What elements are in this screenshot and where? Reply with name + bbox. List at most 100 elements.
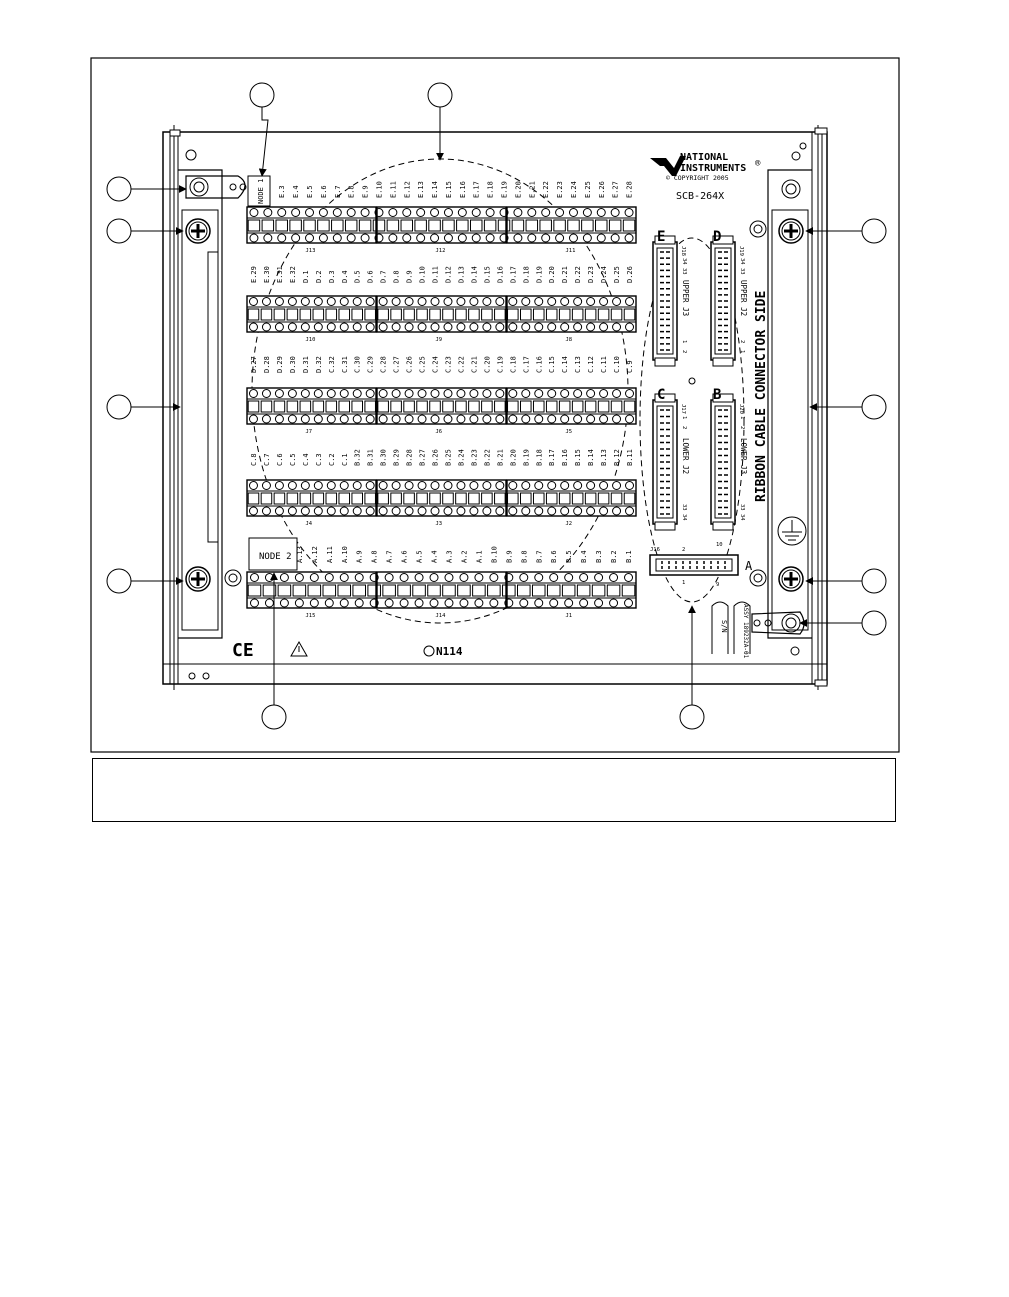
terminal-pin-label: B.6 <box>550 550 558 563</box>
terminal-pin-label: D.28 <box>263 356 271 373</box>
connector-pin-number: 2 <box>681 350 687 353</box>
terminal-pin-label: C.20 <box>483 356 491 373</box>
logo-text-instruments: INSTRUMENTS <box>680 163 746 174</box>
terminal-block-label: J2 <box>566 521 573 527</box>
caption-box <box>92 758 896 822</box>
node-1-label-box: NODE 1 <box>247 175 271 207</box>
connector-pin-number: 34 <box>681 514 687 521</box>
callout-12 <box>679 605 705 730</box>
terminal-pin-label: B.15 <box>574 449 582 466</box>
terminal-pin-label: D.32 <box>315 356 323 373</box>
connector-letter: A <box>745 559 753 573</box>
terminal-pin-label: B.16 <box>561 449 569 466</box>
connector-ref: J18 <box>680 246 686 256</box>
terminal-pin-label: C.8 <box>250 453 258 466</box>
node-2-label-box: NODE 2 <box>248 537 298 571</box>
terminal-pin-label: D.16 <box>496 266 504 283</box>
connector-pin-number: 1 <box>681 416 687 419</box>
terminal-block-label: J14 <box>436 613 447 619</box>
phillips-screw-icon <box>778 218 804 244</box>
terminal-pin-label: C.17 <box>522 356 530 373</box>
terminal-pin-label: D.13 <box>457 266 465 283</box>
terminal-pin-label: B.25 <box>444 449 452 466</box>
terminal-pin-label: D.25 <box>613 266 621 283</box>
model-label: SCB-264X <box>676 191 724 202</box>
warning-icon <box>290 640 308 657</box>
terminal-pin-label: C.10 <box>613 356 621 373</box>
terminal-pin-label: D.22 <box>574 266 582 283</box>
terminal-block-label: J8 <box>566 337 573 343</box>
terminal-pin-label: E.27 <box>612 181 620 198</box>
callout-4 <box>106 218 184 244</box>
board-housing <box>162 125 828 690</box>
terminal-pin-label: D.17 <box>509 266 517 283</box>
terminal-pin-label: D.29 <box>276 356 284 373</box>
connector-pin-number: 1 <box>681 340 687 343</box>
terminal-pin-label: C.24 <box>432 356 440 373</box>
connector-ref: J17 <box>680 404 686 414</box>
terminal-pin-label: E.31 <box>276 266 284 283</box>
terminal-pin-label: C.25 <box>419 356 427 373</box>
terminal-pin-label: E.32 <box>289 266 297 283</box>
terminal-block-label: J5 <box>566 429 573 435</box>
terminal-pin-label: D.10 <box>419 266 427 283</box>
terminal-pin-label: E.22 <box>542 181 550 198</box>
terminal-pin-label: B.24 <box>457 449 465 466</box>
terminal-pin-label: E.14 <box>431 181 439 198</box>
terminal-pin-label: C.32 <box>328 356 336 373</box>
connector-pin-number: 1 <box>682 580 685 586</box>
terminal-block-label: J11 <box>566 248 576 254</box>
serial-number-strip <box>711 601 751 654</box>
terminal-pin-label: E.3 <box>278 185 286 198</box>
terminal-pin-label: B.4 <box>580 550 588 563</box>
terminal-pin-label: B.29 <box>393 449 401 466</box>
ribbon-connector-region <box>639 237 745 603</box>
phillips-screw-icon <box>778 566 804 592</box>
terminal-pin-label: C.15 <box>548 356 556 373</box>
connector-ref: J16 <box>650 547 660 553</box>
connector-name: UPPER J3 <box>681 280 690 316</box>
terminal-pin-label: C.4 <box>302 453 310 466</box>
terminal-pin-label: E.16 <box>459 181 467 198</box>
connector-pin-number: 10 <box>716 542 723 548</box>
terminal-block-label: J13 <box>306 248 316 254</box>
callout-7 <box>805 218 887 244</box>
terminal-pin-label: D.12 <box>444 266 452 283</box>
terminal-pin-label: E.21 <box>528 181 536 198</box>
terminal-pin-label: E.9 <box>362 185 370 198</box>
terminal-pin-label: A.7 <box>386 550 394 563</box>
callout-2 <box>427 82 453 161</box>
terminal-pin-label: C.16 <box>535 356 543 373</box>
terminal-pin-label: E.23 <box>556 181 564 198</box>
terminal-pin-label: A.1 <box>475 550 483 563</box>
terminal-pin-label: A.13 <box>296 546 304 563</box>
terminal-block-label: J7 <box>306 429 313 435</box>
callout-9 <box>805 568 887 594</box>
terminal-row-row1: J13J12J11E.1E.2E.3E.4E.5E.6E.7E.8E.9E.10… <box>246 181 637 254</box>
terminal-pin-label: D.3 <box>328 270 336 283</box>
ground-lug-top <box>185 175 767 587</box>
ni-eagle-icon <box>650 156 686 176</box>
terminal-pin-label: B.21 <box>496 449 504 466</box>
terminal-pin-label: D.20 <box>548 266 556 283</box>
terminal-pin-label: E.12 <box>403 181 411 198</box>
terminal-block-label: J9 <box>436 337 443 343</box>
terminal-pin-label: B.7 <box>535 550 543 563</box>
terminal-pin-label: B.28 <box>406 449 414 466</box>
terminal-pin-label: C.22 <box>457 356 465 373</box>
terminal-pin-label: C.27 <box>393 356 401 373</box>
terminal-pin-label: E.15 <box>445 181 453 198</box>
callout-5 <box>106 394 181 420</box>
connector-pin-number: 1 <box>739 350 745 353</box>
terminal-pin-label: D.18 <box>522 266 530 283</box>
terminal-pin-label: D.8 <box>393 270 401 283</box>
terminal-block-label: J10 <box>306 337 316 343</box>
logo-text-national: NATIONAL <box>680 152 728 163</box>
svg-text:NODE 2: NODE 2 <box>259 552 292 562</box>
